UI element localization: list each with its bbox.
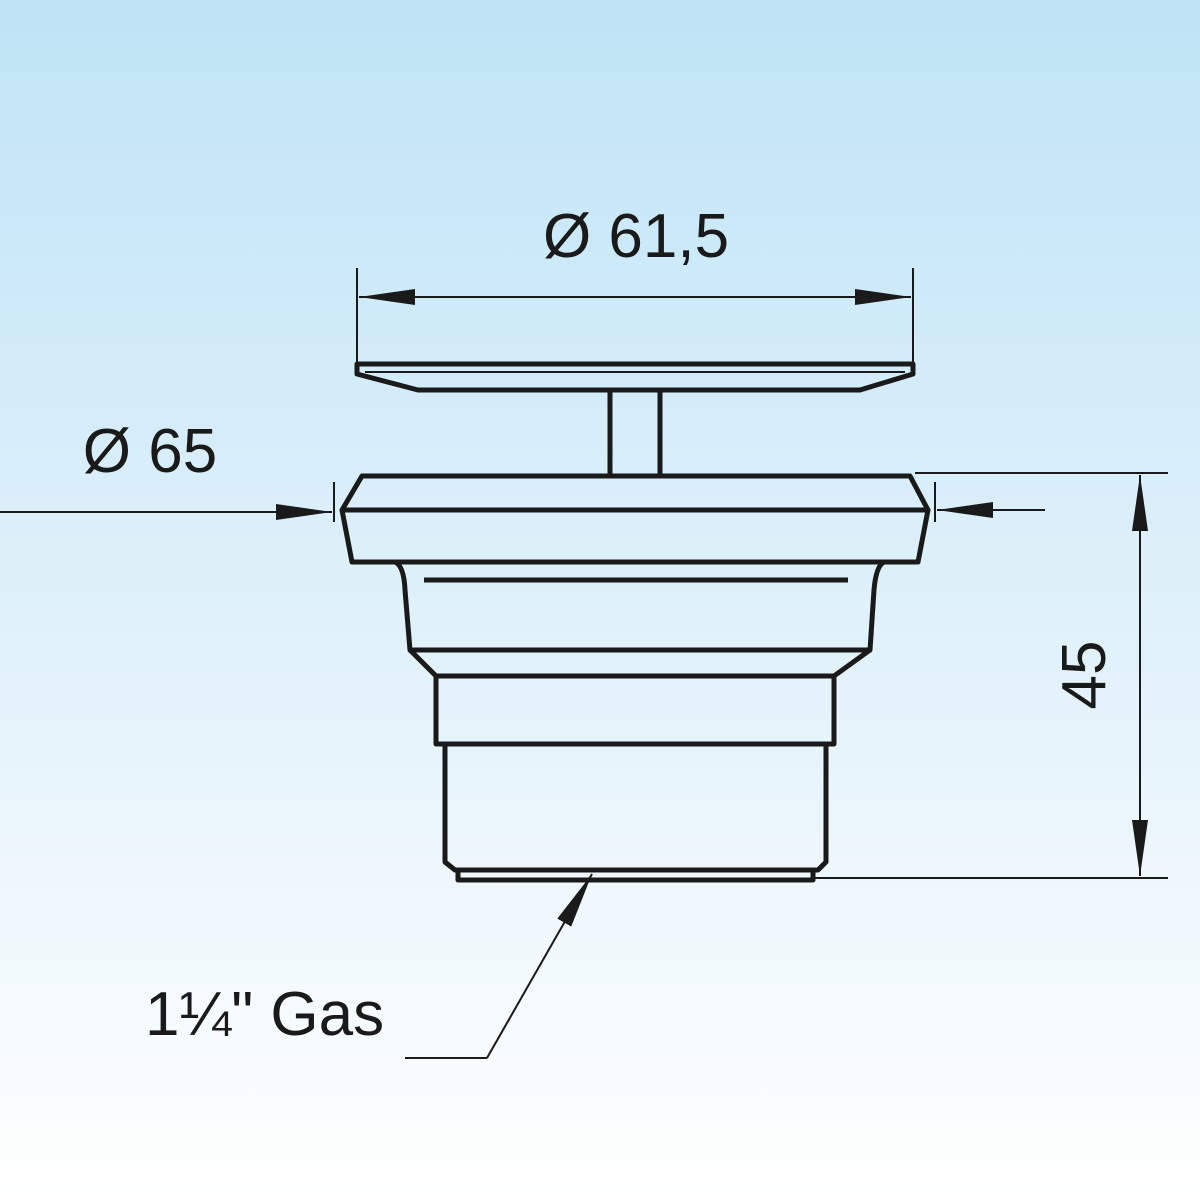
dimension-thread: 1¼" Gas	[145, 873, 593, 1059]
flange-diameter-label: Ø 65	[83, 417, 217, 486]
drain-body	[339, 473, 931, 883]
drain-cap	[354, 361, 916, 393]
thread-label: 1¼" Gas	[145, 980, 384, 1049]
dimension-flange-diameter: Ø 65	[0, 417, 1045, 522]
drain-stem	[607, 392, 663, 476]
dimension-height: 45	[815, 472, 1168, 879]
dimension-top-diameter: Ø 61,5	[356, 202, 914, 362]
top-diameter-label: Ø 61,5	[543, 202, 729, 271]
height-label: 45	[1050, 641, 1119, 710]
